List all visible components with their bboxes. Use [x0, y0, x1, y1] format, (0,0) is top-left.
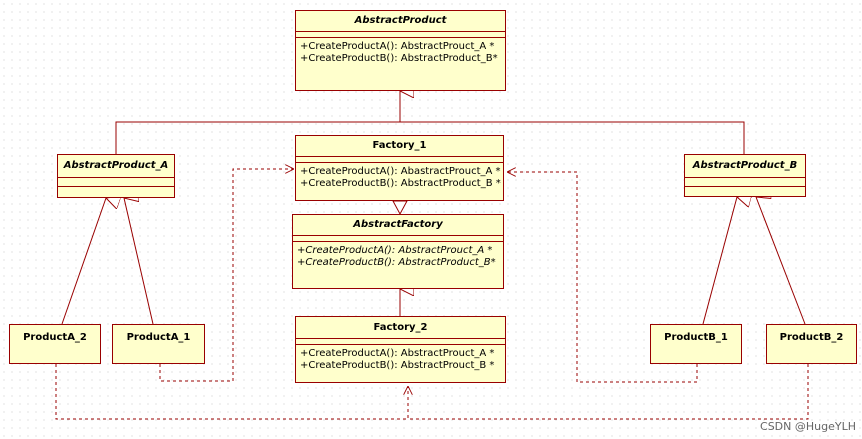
- operation: +CreateProductA(): AbstractProuct_A *: [300, 41, 495, 52]
- attributes-section: [296, 157, 503, 163]
- operation: +CreateProductB(): AbstractProduct_B *: [300, 178, 501, 189]
- operation: +CreateProductA(): AbstractProuct_A *: [300, 348, 495, 359]
- dep-b1-to-factory1: [507, 172, 698, 383]
- inherit-product-b2: [756, 197, 806, 325]
- dep-a1-to-factory1: [159, 169, 294, 382]
- class-name: Factory_1: [296, 136, 503, 157]
- operation: +CreateProductB(): AbstractProduct_B*: [300, 53, 498, 64]
- class-name: ProductA_2: [23, 332, 87, 343]
- class-product-b1[interactable]: ProductB_1: [650, 324, 742, 364]
- class-name: ProductB_1: [664, 332, 728, 343]
- operations-section: +CreateProductA(): AbstractProuct_A * +C…: [296, 345, 505, 372]
- operation: +CreateProductA(): AbastractProuct_A *: [300, 166, 501, 177]
- class-name: AbstractProduct_A: [58, 155, 174, 178]
- class-product-a1[interactable]: ProductA_1: [112, 324, 205, 364]
- operation: +CreateProductA(): AbstractProuct_A *: [297, 245, 493, 256]
- class-factory-1[interactable]: Factory_1 +CreateProductA(): AbastractPr…: [295, 135, 504, 201]
- class-product-b2[interactable]: ProductB_2: [766, 324, 857, 364]
- class-abstract-product-a[interactable]: AbstractProduct_A: [57, 154, 175, 198]
- class-name: Factory_2: [296, 317, 505, 339]
- dep-a2-to-factory2: [55, 364, 408, 420]
- class-product-a2[interactable]: ProductA_2: [9, 324, 101, 364]
- class-factory-2[interactable]: Factory_2 +CreateProductA(): AbstractPro…: [295, 316, 506, 383]
- inherit-to-abstract-product: [115, 91, 745, 154]
- operation: +CreateProductB(): AbstractProduct_B*: [297, 257, 496, 268]
- class-abstract-product-b[interactable]: AbstractProduct_B: [684, 154, 806, 197]
- attributes-section: [58, 178, 174, 187]
- class-name: ProductB_2: [779, 332, 844, 343]
- inherit-product-a1: [124, 198, 154, 325]
- operations-section: +CreateProductA(): AbstractProuct_A * +C…: [293, 242, 503, 269]
- class-abstract-factory[interactable]: AbstractFactory +CreateProductA(): Abstr…: [292, 214, 504, 289]
- operations-section: +CreateProductA(): AbstractProuct_A * +C…: [296, 38, 505, 65]
- operation: +CreateProductB(): AbstractProuct_B *: [300, 360, 495, 371]
- class-abstract-product[interactable]: AbstractProduct +CreateProductA(): Abstr…: [295, 10, 506, 91]
- attributes-section: [685, 178, 805, 187]
- class-name: ProductA_1: [126, 332, 191, 343]
- inherit-product-b1: [702, 197, 737, 325]
- class-name: AbstractFactory: [293, 215, 503, 236]
- attributes-section: [296, 32, 505, 38]
- attributes-section: [293, 236, 503, 242]
- operations-section: +CreateProductA(): AbastractProuct_A * +…: [296, 163, 503, 190]
- watermark: CSDN @HugeYLH: [760, 420, 856, 433]
- inherit-product-a2: [61, 198, 106, 325]
- attributes-section: [296, 339, 505, 345]
- class-name: AbstractProduct_B: [685, 155, 805, 178]
- class-name: AbstractProduct: [296, 11, 505, 32]
- dep-b2-to-factory2: [408, 364, 809, 420]
